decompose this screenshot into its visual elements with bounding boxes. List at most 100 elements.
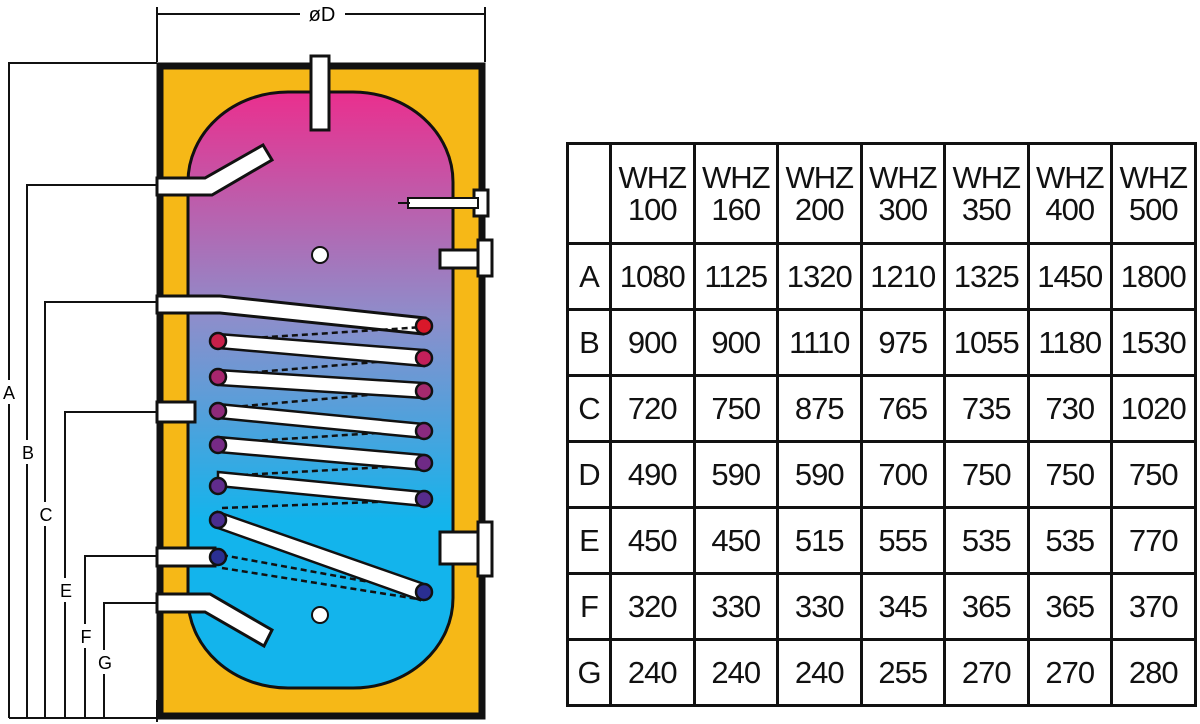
table-cell: 1125 [692, 242, 779, 311]
circulation-port [155, 400, 197, 424]
table-cell: 450 [692, 506, 779, 575]
model-header-size: 300 [878, 191, 928, 227]
diameter-dimension: øD [156, 4, 486, 62]
hot-water-outlet [155, 142, 275, 197]
table-cell: 320 [609, 572, 696, 641]
table-cell: 365 [1026, 572, 1113, 641]
row-label-cell: G [566, 638, 612, 707]
table-cell: 345 [859, 572, 946, 641]
model-header-series: WHZ [785, 159, 854, 195]
table-cell: 255 [859, 638, 946, 707]
table-cell: 1450 [1026, 242, 1113, 311]
dimension-label-g: G [98, 653, 112, 673]
table-cell: 490 [609, 440, 696, 509]
anode-port [438, 238, 494, 278]
model-header-series: WHZ [868, 159, 938, 195]
row-label-cell: B [566, 308, 612, 377]
table-cell: 1110 [776, 308, 863, 377]
table-cell: 700 [859, 440, 946, 509]
model-header-series: WHZ [618, 159, 687, 195]
water-heater-diagram: øD A B C E F G [1, 4, 494, 722]
cold-water-inlet [155, 592, 274, 649]
model-header-size: 350 [961, 191, 1012, 227]
table-cell: 975 [859, 308, 946, 377]
table-cell: 240 [692, 638, 779, 707]
row-label-cell: A [566, 242, 612, 311]
header-corner-cell [566, 142, 612, 245]
sensor-hole-upper [311, 246, 329, 264]
table-cell: 590 [692, 440, 779, 509]
row-label-cell: E [566, 506, 612, 575]
table-cell: 365 [943, 572, 1030, 641]
model-header-series: WHZ [1035, 159, 1105, 195]
table-cell: 730 [1026, 374, 1113, 443]
dimension-label-a: A [3, 383, 15, 403]
table-cell: 450 [609, 506, 696, 575]
model-header-size: 500 [1128, 191, 1179, 227]
dimension-label-c: C [40, 505, 53, 525]
table-cell: 1530 [1110, 308, 1197, 377]
heater-flange [438, 520, 494, 578]
table-cell: 900 [692, 308, 779, 377]
table-cell: 750 [692, 374, 779, 443]
row-label-cell: D [566, 440, 612, 509]
table-cell: 535 [943, 506, 1030, 575]
model-header-size: 400 [1045, 191, 1095, 227]
table-cell: 750 [943, 440, 1030, 509]
height-dimension-lines [8, 62, 158, 722]
model-header-series: WHZ [1119, 159, 1188, 195]
table-cell: 590 [776, 440, 863, 509]
table-cell: 735 [943, 374, 1030, 443]
dimension-label-e: E [60, 581, 72, 601]
table-cell: 535 [1026, 506, 1113, 575]
table-cell: 370 [1110, 572, 1197, 641]
dimension-label-b: B [22, 443, 34, 463]
table-cell: 750 [1110, 440, 1197, 509]
table-cell: 1080 [609, 242, 696, 311]
table-cell: 330 [692, 572, 779, 641]
diameter-label: øD [309, 4, 336, 26]
model-header-size: 160 [711, 191, 761, 227]
table-cell: 270 [943, 638, 1030, 707]
model-header-series: WHZ [952, 159, 1021, 195]
sensor-hole-lower [311, 606, 329, 624]
thermometer-probe [398, 188, 490, 218]
dimension-label-f: F [81, 627, 92, 647]
table-cell: 280 [1110, 638, 1197, 707]
model-header-size: 200 [794, 191, 845, 227]
table-cell: 765 [859, 374, 946, 443]
table-cell: 1800 [1110, 242, 1197, 311]
model-header-series: WHZ [701, 159, 771, 195]
table-cell: 240 [609, 638, 696, 707]
table-cell: 1055 [943, 308, 1030, 377]
table-cell: 270 [1026, 638, 1113, 707]
top-outlet-pipe [309, 54, 331, 132]
row-label-cell: C [566, 374, 612, 443]
table-cell: 1020 [1110, 374, 1197, 443]
table-cell: 770 [1110, 506, 1197, 575]
table-cell: 1210 [859, 242, 946, 311]
table-cell: 720 [609, 374, 696, 443]
table-cell: 515 [776, 506, 863, 575]
table-cell: 750 [1026, 440, 1113, 509]
height-dimension-labels: A B C E F G [1, 380, 114, 674]
table-cell: 1325 [943, 242, 1030, 311]
table-cell: 240 [776, 638, 863, 707]
table-cell: 1180 [1026, 308, 1113, 377]
table-cell: 555 [859, 506, 946, 575]
